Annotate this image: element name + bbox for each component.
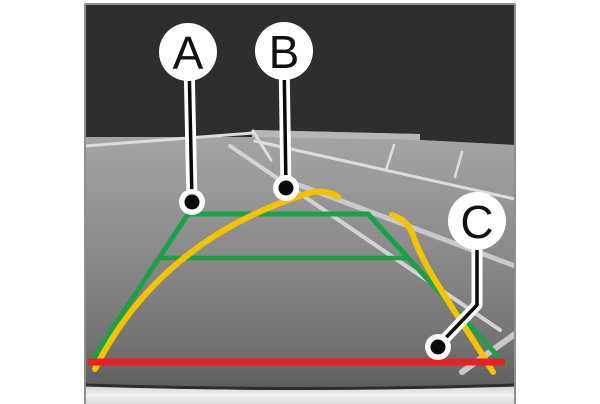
parking-line (85, 131, 255, 148)
callout-a-pointer-dot (184, 194, 200, 210)
callout-c-pointer-dot (430, 339, 446, 355)
parking-line (384, 143, 396, 172)
predicted-path-yellow (92, 188, 496, 375)
callout-a: A (159, 23, 217, 215)
callout-a-bubble (159, 23, 217, 81)
callout-c-label: C (460, 196, 493, 248)
callout-c-leader (436, 238, 479, 348)
predicted-path-line-left (92, 188, 341, 372)
vehicle-bumper (85, 386, 515, 404)
parking-line (453, 150, 464, 179)
callout-b-bubble (255, 22, 313, 80)
predicted-path-line-right (389, 212, 496, 375)
callout-a-leader (187, 58, 194, 203)
parking-line (228, 144, 502, 332)
parking-line (459, 331, 515, 375)
callout-a-label: A (173, 27, 204, 79)
parking-line (251, 129, 273, 162)
guideline-trapezoid (87, 211, 508, 367)
callout-b: B (255, 22, 313, 201)
curb-edge-right (420, 140, 515, 152)
callout-c: C (425, 192, 506, 360)
curb-edge-middle (252, 130, 420, 140)
static-guideline-green (87, 211, 508, 367)
callout-c-bubble (448, 192, 506, 250)
camera-frame (84, 3, 516, 404)
callout-b-pointer-dot (278, 180, 294, 196)
bumper-edge (85, 383, 515, 390)
callout-b-label: B (269, 26, 300, 78)
